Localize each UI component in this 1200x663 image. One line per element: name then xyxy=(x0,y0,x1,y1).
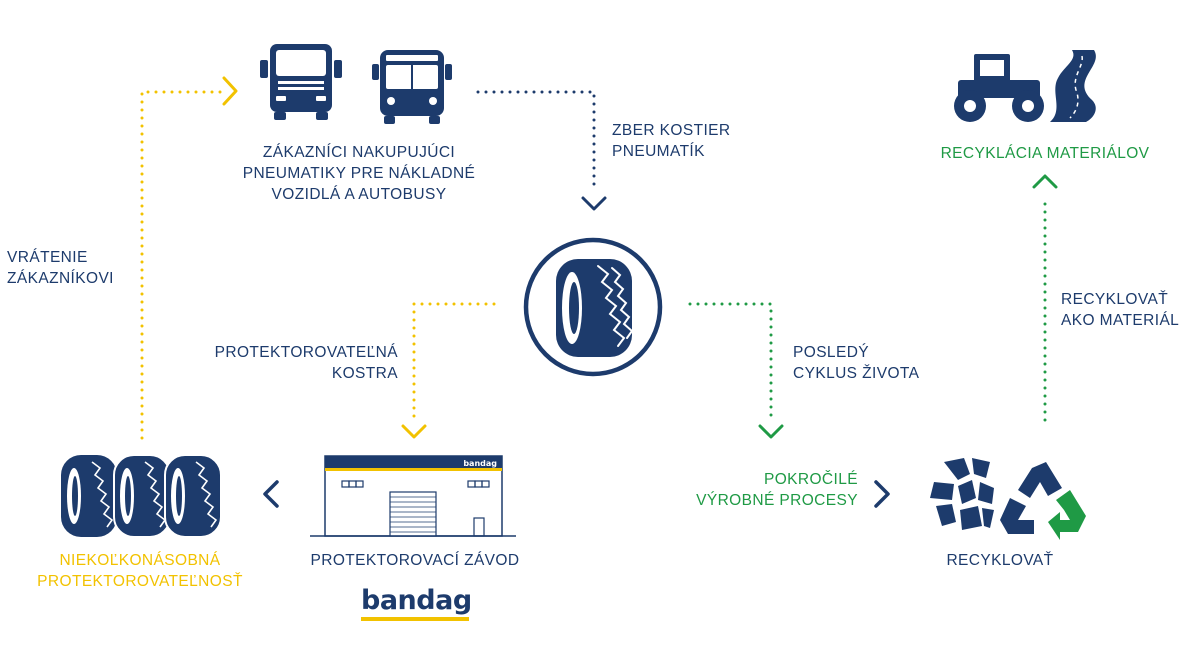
tire-stack-icon xyxy=(61,454,222,538)
as-material-label-line2: AKO MATERIÁL xyxy=(1061,312,1180,329)
truck-icon xyxy=(260,44,342,120)
last-cycle-label-line2: CYKLUS ŽIVOTA xyxy=(793,365,920,382)
arrow-head-return xyxy=(222,76,238,106)
collection-label: ZBER KOSTIER PNEUMATÍK xyxy=(612,120,730,162)
connector-return xyxy=(140,90,224,440)
customers-label-line3: VOZIDLÁ A AUTOBUSY xyxy=(271,186,447,203)
retreadable-label: PROTEKTOROVATEĽNÁ KOSTRA xyxy=(180,342,398,384)
last-cycle-label-line1: POSLEDÝ xyxy=(793,344,870,361)
advanced-label-line1: POKROČILÉ xyxy=(763,471,858,488)
customers-label-line2: PNEUMATIKY PRE NÁKLADNÉ xyxy=(242,165,476,182)
bus-icon xyxy=(372,50,452,124)
advanced-label-line2: VÝROBNÉ PROCESY xyxy=(696,492,858,509)
return-label-line1: VRÁTENIE xyxy=(7,249,88,266)
building-sign: bandag xyxy=(463,459,497,468)
arrow-head-last-cycle xyxy=(758,424,784,439)
retreadable-label-line2: KOSTRA xyxy=(331,365,398,382)
arrow-head-as-material xyxy=(1032,174,1058,189)
return-label-line2: ZÁKAZNÍKOVI xyxy=(7,270,114,287)
bandag-logo-underline xyxy=(361,617,469,621)
collection-label-line1: ZBER KOSTIER xyxy=(612,122,731,139)
road-icon xyxy=(1050,50,1096,122)
multi-retread-label-line1: NIEKOĽKONÁSOBNÁ xyxy=(59,552,221,569)
material-recycling-label: RECYKLÁCIA MATERIÁLOV xyxy=(940,145,1150,162)
customers-label-line1: ZÁKAZNÍCI NAKUPUJÚCI xyxy=(262,144,456,161)
multi-retread-label: NIEKOĽKONÁSOBNÁ PROTEKTOROVATEĽNOSŤ xyxy=(10,550,270,592)
bandag-logo: bandag xyxy=(361,585,472,616)
arrow-head-collection xyxy=(581,196,607,211)
recycle-icon xyxy=(1000,462,1086,540)
arrow-plant-to-multi xyxy=(263,480,279,508)
recycle-label: RECYKLOVAŤ xyxy=(946,552,1054,569)
connector-collection xyxy=(476,90,596,190)
customers-label: ZÁKAZNÍCI NAKUPUJÚCI PNEUMATIKY PRE NÁKL… xyxy=(196,142,522,205)
plant-building-icon: bandag xyxy=(310,455,516,537)
as-material-label: RECYKLOVAŤ AKO MATERIÁL xyxy=(1061,289,1179,331)
arrow-head-retreadable xyxy=(401,424,427,439)
multi-retread-label-line2: PROTEKTOROVATEĽNOSŤ xyxy=(37,573,243,590)
advanced-processes-label: POKROČILÉ VÝROBNÉ PROCESY xyxy=(640,469,858,511)
road-roller-icon xyxy=(954,54,1044,122)
connector-retreadable xyxy=(412,302,496,420)
connector-last-cycle xyxy=(688,302,773,420)
last-cycle-label: POSLEDÝ CYKLUS ŽIVOTA xyxy=(793,342,919,384)
shredded-tire-icon xyxy=(930,458,994,530)
retread-plant-label: PROTEKTOROVACÍ ZÁVOD xyxy=(310,552,520,569)
collection-label-line2: PNEUMATÍK xyxy=(612,143,705,160)
arrow-advanced-to-recycle xyxy=(874,480,890,508)
return-label: VRÁTENIE ZÁKAZNÍKOVI xyxy=(7,247,114,289)
center-tire-icon xyxy=(523,237,663,377)
retreadable-label-line1: PROTEKTOROVATEĽNÁ xyxy=(214,344,398,361)
as-material-label-line1: RECYKLOVAŤ xyxy=(1061,291,1169,308)
